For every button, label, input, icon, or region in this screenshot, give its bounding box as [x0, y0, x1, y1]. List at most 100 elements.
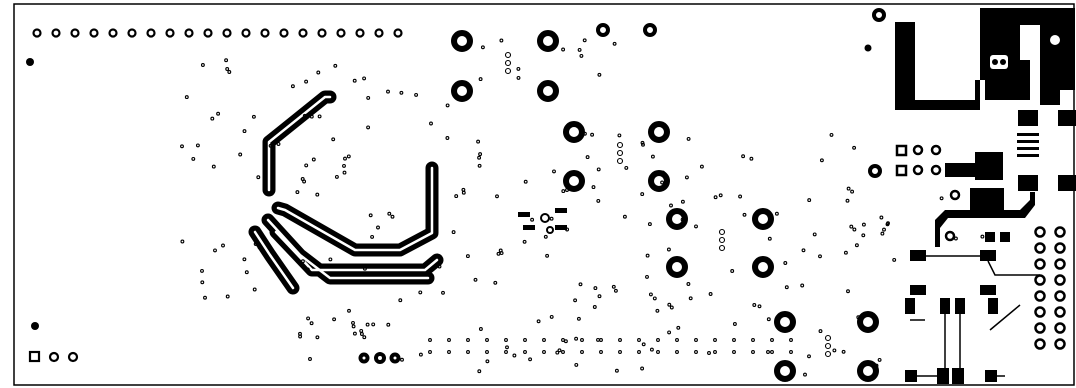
thin-traces-right [910, 255, 1040, 377]
via [461, 190, 466, 195]
via [640, 140, 645, 145]
connector-pad [1034, 226, 1046, 238]
via [624, 165, 629, 170]
via [812, 232, 817, 237]
via [428, 338, 432, 342]
via [590, 132, 595, 137]
header-pad [70, 28, 80, 38]
via [252, 287, 257, 292]
via [366, 95, 371, 100]
via-stack [616, 157, 624, 165]
via [437, 264, 442, 269]
via [351, 320, 355, 325]
header-pad [108, 28, 118, 38]
smd-pads-right [905, 232, 1010, 384]
via-stack [718, 228, 726, 236]
via [637, 350, 641, 354]
via [582, 38, 587, 43]
via [752, 303, 757, 307]
via [770, 350, 774, 354]
connector-pad [1034, 274, 1046, 286]
via [184, 95, 189, 100]
via [386, 89, 390, 94]
header-pad [184, 28, 194, 38]
through-hole-pad [451, 80, 473, 102]
via [478, 152, 483, 157]
via [801, 248, 806, 253]
via [667, 330, 672, 335]
via [418, 352, 423, 357]
via [580, 338, 584, 342]
via [466, 350, 470, 354]
via [365, 322, 370, 327]
via [614, 368, 619, 373]
via [832, 348, 837, 353]
via [597, 294, 602, 299]
via [660, 180, 665, 185]
via [579, 53, 584, 58]
via [846, 289, 850, 294]
header-pad [355, 28, 365, 38]
via [542, 338, 546, 342]
through-hole-pad [537, 30, 559, 52]
via [496, 251, 501, 256]
connector-pad [1034, 290, 1046, 302]
via [732, 322, 737, 326]
header-pad [317, 28, 327, 38]
via [656, 338, 660, 342]
via [732, 338, 736, 342]
through-hole-pad [774, 311, 796, 333]
via [576, 316, 581, 321]
through-hole-pad [752, 208, 774, 230]
via [445, 136, 450, 140]
via [504, 350, 508, 354]
via [418, 290, 423, 295]
via [302, 113, 307, 118]
via [676, 325, 681, 330]
via [414, 92, 419, 97]
via [667, 302, 672, 307]
through-hole-pad [774, 360, 796, 382]
header-pad [165, 28, 175, 38]
via-stack [718, 244, 726, 252]
via [328, 257, 333, 262]
via [680, 199, 685, 204]
via [257, 245, 262, 250]
via-stack [824, 334, 832, 342]
through-hole-pad [648, 170, 670, 192]
via [640, 366, 645, 371]
via [713, 350, 717, 354]
via [807, 198, 812, 203]
via [718, 193, 723, 198]
via [699, 164, 704, 169]
via [939, 196, 944, 201]
via [789, 338, 793, 342]
via [300, 177, 305, 181]
via [549, 314, 554, 319]
via [332, 317, 337, 322]
via [641, 342, 646, 347]
via [694, 338, 698, 342]
via [200, 268, 204, 273]
via [465, 254, 470, 259]
via [352, 331, 357, 336]
connector-pad [1054, 242, 1066, 254]
via [573, 298, 578, 303]
connector-pad [1054, 306, 1066, 318]
connector-pad [1034, 258, 1046, 270]
small-pads [358, 8, 886, 364]
via [480, 45, 485, 50]
via [669, 305, 674, 310]
via [224, 58, 229, 63]
via [819, 158, 824, 163]
via [774, 211, 779, 216]
via [387, 211, 392, 216]
via [555, 350, 560, 355]
connector-pad [1034, 306, 1046, 318]
via [333, 63, 338, 68]
via [315, 192, 320, 197]
via [648, 292, 653, 297]
via [251, 114, 256, 119]
via [359, 332, 364, 336]
via [818, 329, 823, 334]
